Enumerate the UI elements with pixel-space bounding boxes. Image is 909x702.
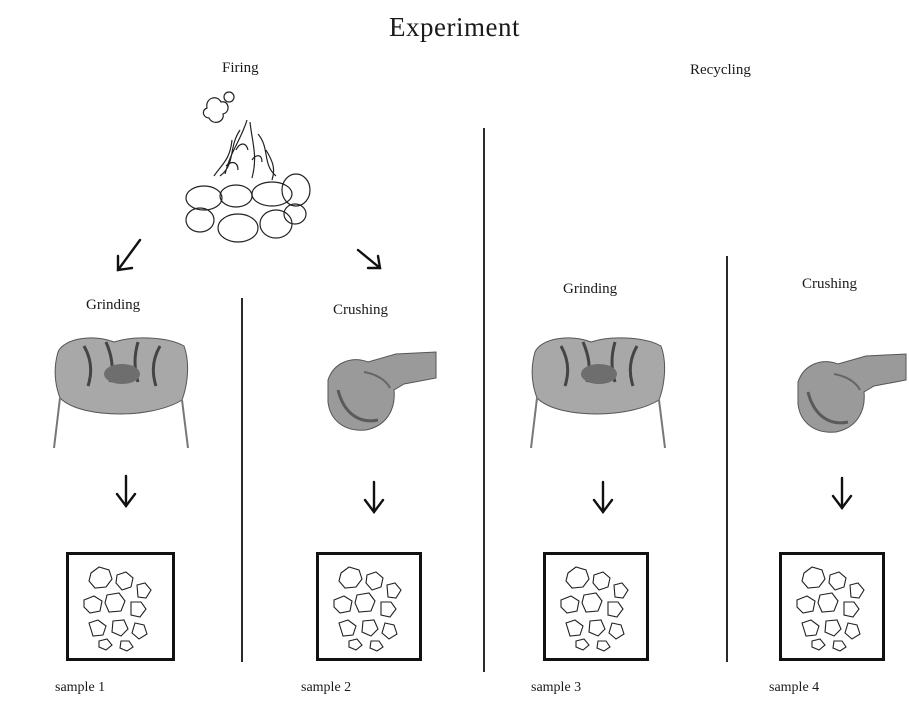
arrow-down-icon — [833, 478, 851, 508]
arrow-down-icon — [117, 476, 135, 506]
campfire-icon — [186, 92, 310, 242]
arrow-down-icon — [594, 482, 612, 512]
arrow-down-left-icon — [118, 240, 140, 270]
arrow-down-right-icon — [358, 250, 380, 268]
arrow-down-icon — [365, 482, 383, 512]
